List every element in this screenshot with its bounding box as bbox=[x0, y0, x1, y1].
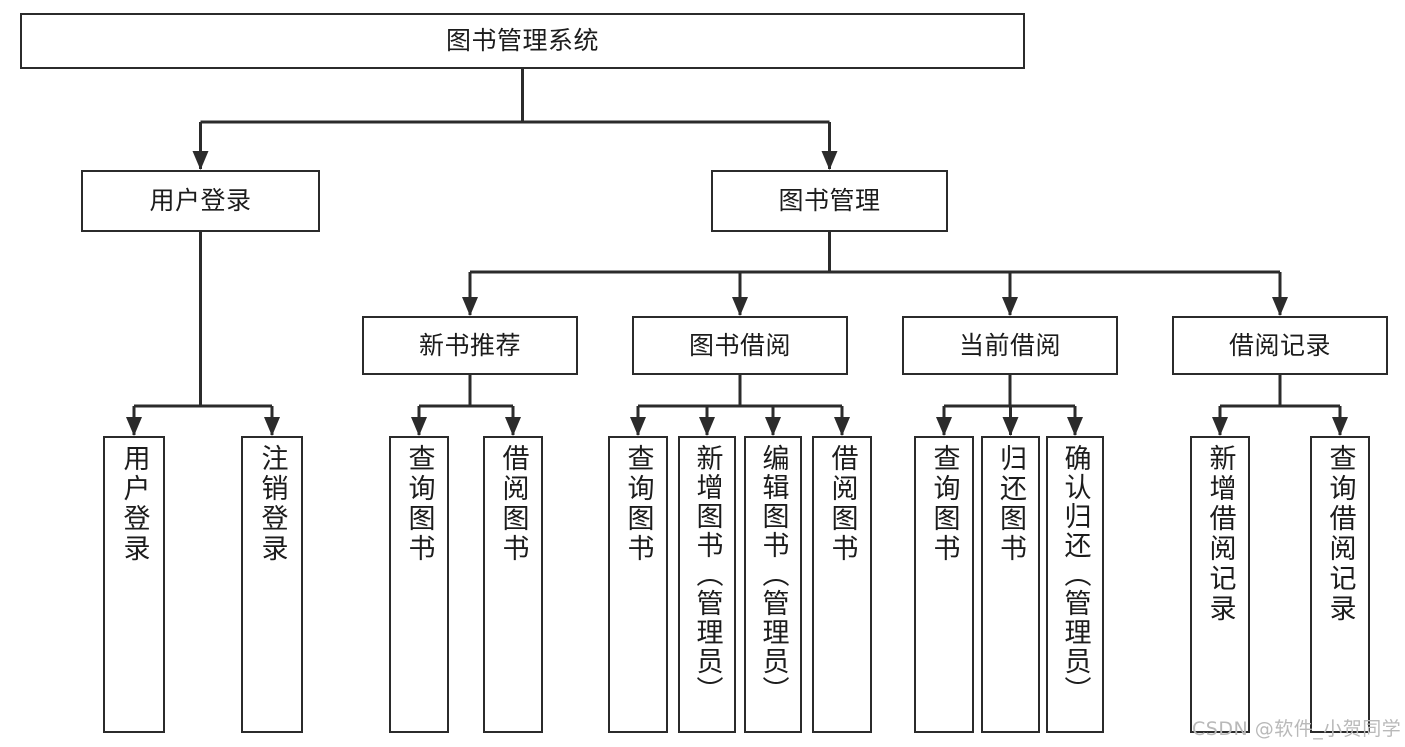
node-leaf-return-book[interactable]: 归还图书 bbox=[981, 436, 1040, 733]
node-book-manage[interactable]: 图书管理 bbox=[711, 170, 948, 232]
node-label: 新增借阅记录 bbox=[1204, 444, 1236, 624]
csdn-watermark: CSDN @软件_小贺同学 bbox=[1192, 718, 1402, 740]
node-leaf-query-record[interactable]: 查询借阅记录 bbox=[1310, 436, 1370, 733]
node-leaf-borrow-book-2[interactable]: 借阅图书 bbox=[812, 436, 872, 733]
node-label: 查询图书 bbox=[928, 444, 960, 564]
node-leaf-edit-book[interactable]: 编辑图书（管理员） bbox=[744, 436, 802, 733]
node-leaf-query-book-1[interactable]: 查询图书 bbox=[389, 436, 449, 733]
node-new-book-rec[interactable]: 新书推荐 bbox=[362, 316, 578, 375]
node-leaf-add-record[interactable]: 新增借阅记录 bbox=[1190, 436, 1250, 733]
node-leaf-logout[interactable]: 注销登录 bbox=[241, 436, 303, 733]
node-label: 借阅记录 bbox=[1228, 330, 1331, 360]
node-leaf-confirm-return[interactable]: 确认归还（管理员） bbox=[1046, 436, 1104, 733]
node-label: 查询借阅记录 bbox=[1324, 444, 1356, 624]
node-leaf-user-login[interactable]: 用户登录 bbox=[103, 436, 165, 733]
node-label: 图书管理 bbox=[778, 186, 881, 216]
node-label: 图书管理系统 bbox=[445, 26, 599, 56]
node-label: 编辑图书（管理员） bbox=[757, 444, 789, 705]
node-label: 注销登录 bbox=[256, 444, 288, 564]
node-label: 借阅图书 bbox=[497, 444, 529, 564]
node-leaf-add-book[interactable]: 新增图书（管理员） bbox=[678, 436, 736, 733]
node-book-borrow[interactable]: 图书借阅 bbox=[632, 316, 848, 375]
node-user-login[interactable]: 用户登录 bbox=[81, 170, 320, 232]
node-current-borrow[interactable]: 当前借阅 bbox=[902, 316, 1118, 375]
node-leaf-borrow-book-1[interactable]: 借阅图书 bbox=[483, 436, 543, 733]
node-root[interactable]: 图书管理系统 bbox=[20, 13, 1025, 69]
node-label: 用户登录 bbox=[118, 444, 150, 564]
node-label: 归还图书 bbox=[995, 444, 1026, 564]
node-leaf-query-book-2[interactable]: 查询图书 bbox=[608, 436, 668, 733]
node-label: 新书推荐 bbox=[418, 330, 521, 360]
node-label: 用户登录 bbox=[149, 186, 252, 216]
node-label: 借阅图书 bbox=[826, 444, 858, 564]
node-leaf-query-book-3[interactable]: 查询图书 bbox=[914, 436, 974, 733]
node-borrow-record[interactable]: 借阅记录 bbox=[1172, 316, 1388, 375]
node-label: 新增图书（管理员） bbox=[691, 444, 723, 705]
node-label: 查询图书 bbox=[622, 444, 654, 564]
node-label: 确认归还（管理员） bbox=[1059, 444, 1091, 705]
node-label: 查询图书 bbox=[403, 444, 435, 564]
node-label: 当前借阅 bbox=[958, 330, 1061, 360]
node-label: 图书借阅 bbox=[688, 330, 791, 360]
